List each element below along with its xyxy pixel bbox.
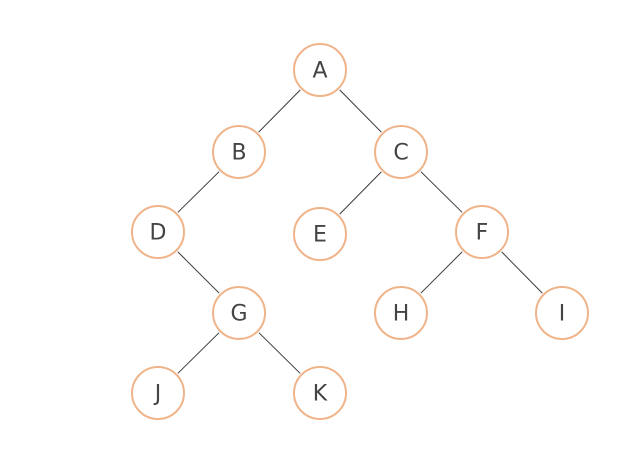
edge-g-k xyxy=(258,332,301,374)
node-circle xyxy=(293,366,347,420)
node-circle xyxy=(535,286,589,340)
edge-g-j xyxy=(177,332,220,374)
edge-a-c xyxy=(339,89,382,133)
node-label: I xyxy=(559,302,566,327)
node-circle xyxy=(374,286,428,340)
node-label: B xyxy=(231,141,246,166)
tree-nodes: A B C D E F G H I J K xyxy=(131,43,589,420)
edge-f-i xyxy=(501,251,543,294)
tree-node-j: J xyxy=(131,366,185,420)
node-label: D xyxy=(150,221,167,246)
node-label: E xyxy=(313,223,327,248)
node-label: A xyxy=(312,59,327,84)
tree-node-f: F xyxy=(455,205,509,259)
tree-node-b: B xyxy=(212,125,266,179)
edge-c-f xyxy=(420,171,463,213)
node-circle xyxy=(293,207,347,261)
edge-c-e xyxy=(339,171,382,215)
node-circle xyxy=(455,205,509,259)
node-circle xyxy=(131,366,185,420)
tree-edges xyxy=(177,89,543,374)
tree-node-d: D xyxy=(131,205,185,259)
tree-node-a: A xyxy=(293,43,347,97)
node-circle xyxy=(212,125,266,179)
node-label: H xyxy=(393,302,410,327)
node-label: J xyxy=(153,382,162,407)
node-circle xyxy=(374,125,428,179)
tree-node-h: H xyxy=(374,286,428,340)
node-circle xyxy=(131,205,185,259)
tree-node-c: C xyxy=(374,125,428,179)
node-label: K xyxy=(313,382,328,407)
node-label: G xyxy=(230,302,247,327)
edge-d-g xyxy=(177,251,220,294)
node-label: C xyxy=(393,141,408,166)
tree-node-k: K xyxy=(293,366,347,420)
edge-f-h xyxy=(420,251,463,294)
node-circle xyxy=(212,286,266,340)
node-label: F xyxy=(476,221,489,246)
edge-a-b xyxy=(258,89,301,133)
tree-node-e: E xyxy=(293,207,347,261)
edge-b-d xyxy=(177,171,220,213)
tree-node-i: I xyxy=(535,286,589,340)
node-circle xyxy=(293,43,347,97)
tree-node-g: G xyxy=(212,286,266,340)
